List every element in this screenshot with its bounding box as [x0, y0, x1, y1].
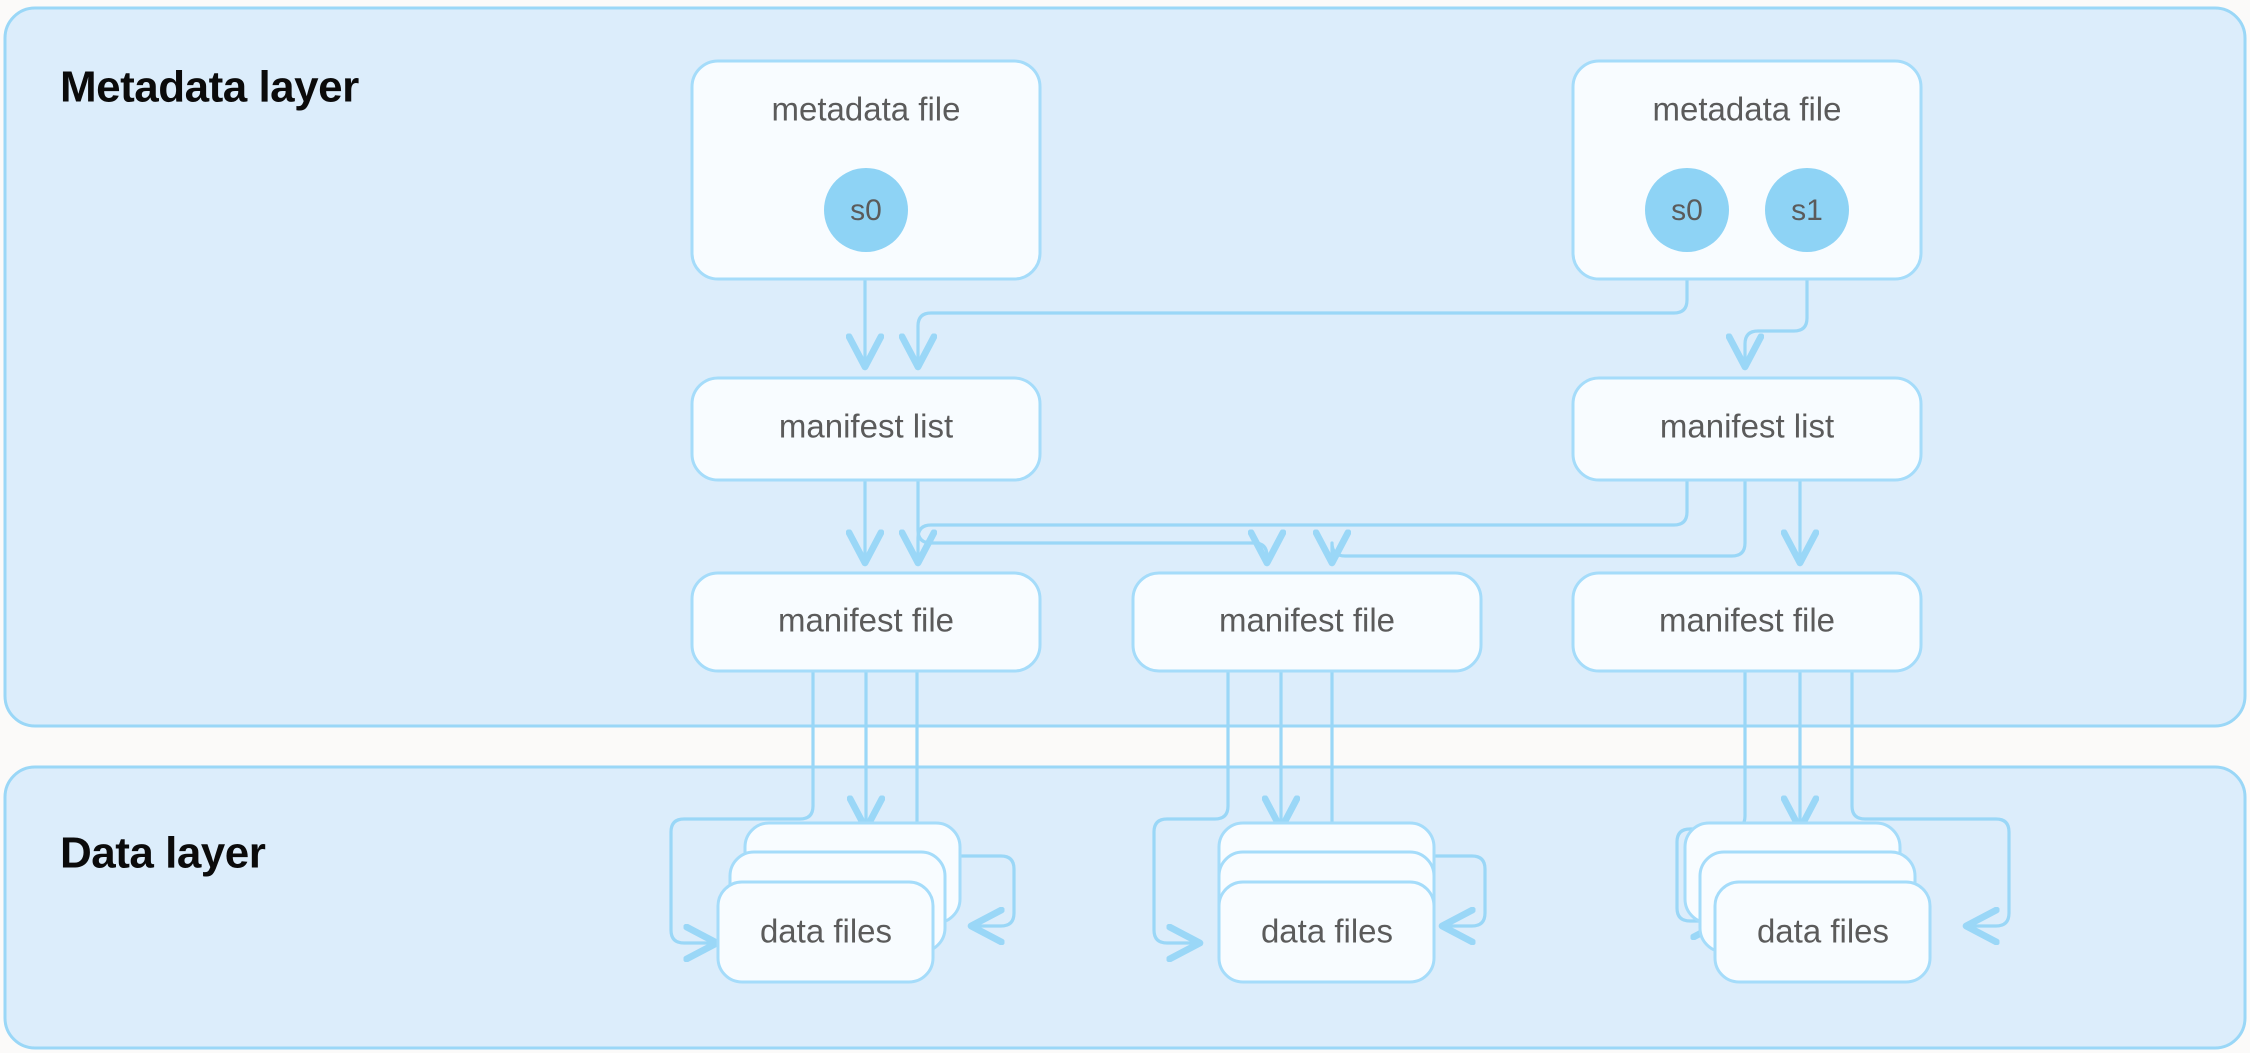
manifest-file-left-label: manifest file: [778, 602, 954, 639]
connector-right-s0-to-left-manifest-list: [918, 254, 1689, 366]
data-layer-panel: Data layer: [3, 765, 2247, 1050]
manifest-file-middle[interactable]: manifest file: [1131, 571, 1483, 673]
connector-group-manifest-lists-to-manifest-files: [865, 478, 1800, 562]
manifest-list-right[interactable]: manifest list: [1571, 376, 1923, 482]
data-files-right[interactable]: data files: [1683, 821, 1932, 984]
connector-right-manifest-to-right-datafiles-c: [1850, 670, 2011, 926]
metadata-file-left-label: metadata file: [772, 91, 961, 128]
manifest-list-right-label: manifest list: [1660, 408, 1834, 445]
connector-right-s1-to-right-manifest-list: [1745, 254, 1809, 366]
manifest-file-left[interactable]: manifest file: [690, 571, 1042, 673]
snapshot-circle-s0[interactable]: [824, 168, 908, 252]
connector-right-list-to-left-manifest-file: [918, 478, 1689, 562]
data-files-left-label: data files: [760, 913, 892, 950]
manifest-list-left-label: manifest list: [779, 408, 953, 445]
metadata-file-right[interactable]: metadata file s0 s1: [1571, 59, 1923, 281]
snapshot-label-s0: s0: [850, 194, 882, 227]
data-files-right-label: data files: [1757, 913, 1889, 950]
connector-right-list-to-middle-manifest-file: [1332, 478, 1747, 562]
data-files-middle-label: data files: [1261, 913, 1393, 950]
manifest-file-right-label: manifest file: [1659, 602, 1835, 639]
metadata-file-left[interactable]: metadata file s0: [690, 59, 1042, 281]
connector-middle-manifest-to-middle-datafiles-a: [1152, 670, 1230, 943]
data-layer-title: Data layer: [60, 829, 266, 878]
manifest-file-middle-label: manifest file: [1219, 602, 1395, 639]
snapshot-circle-right-s0[interactable]: [1645, 168, 1729, 252]
data-files-middle-card-front[interactable]: [1217, 880, 1436, 984]
data-files-left-card-front[interactable]: [716, 880, 935, 984]
metadata-layer-title: Metadata layer: [60, 63, 359, 112]
connector-left-manifest-to-left-datafiles-a: [669, 670, 815, 943]
data-files-left[interactable]: data files: [716, 821, 962, 984]
manifest-list-left[interactable]: manifest list: [690, 376, 1042, 482]
metadata-file-right-label: metadata file: [1653, 91, 1842, 128]
snapshot-circle-right-s1[interactable]: [1765, 168, 1849, 252]
snapshot-label-right-s0: s0: [1671, 194, 1703, 227]
manifest-file-right[interactable]: manifest file: [1571, 571, 1923, 673]
snapshot-label-right-s1: s1: [1791, 194, 1823, 227]
data-files-right-card-front[interactable]: [1713, 880, 1932, 984]
data-files-middle[interactable]: data files: [1217, 821, 1436, 984]
